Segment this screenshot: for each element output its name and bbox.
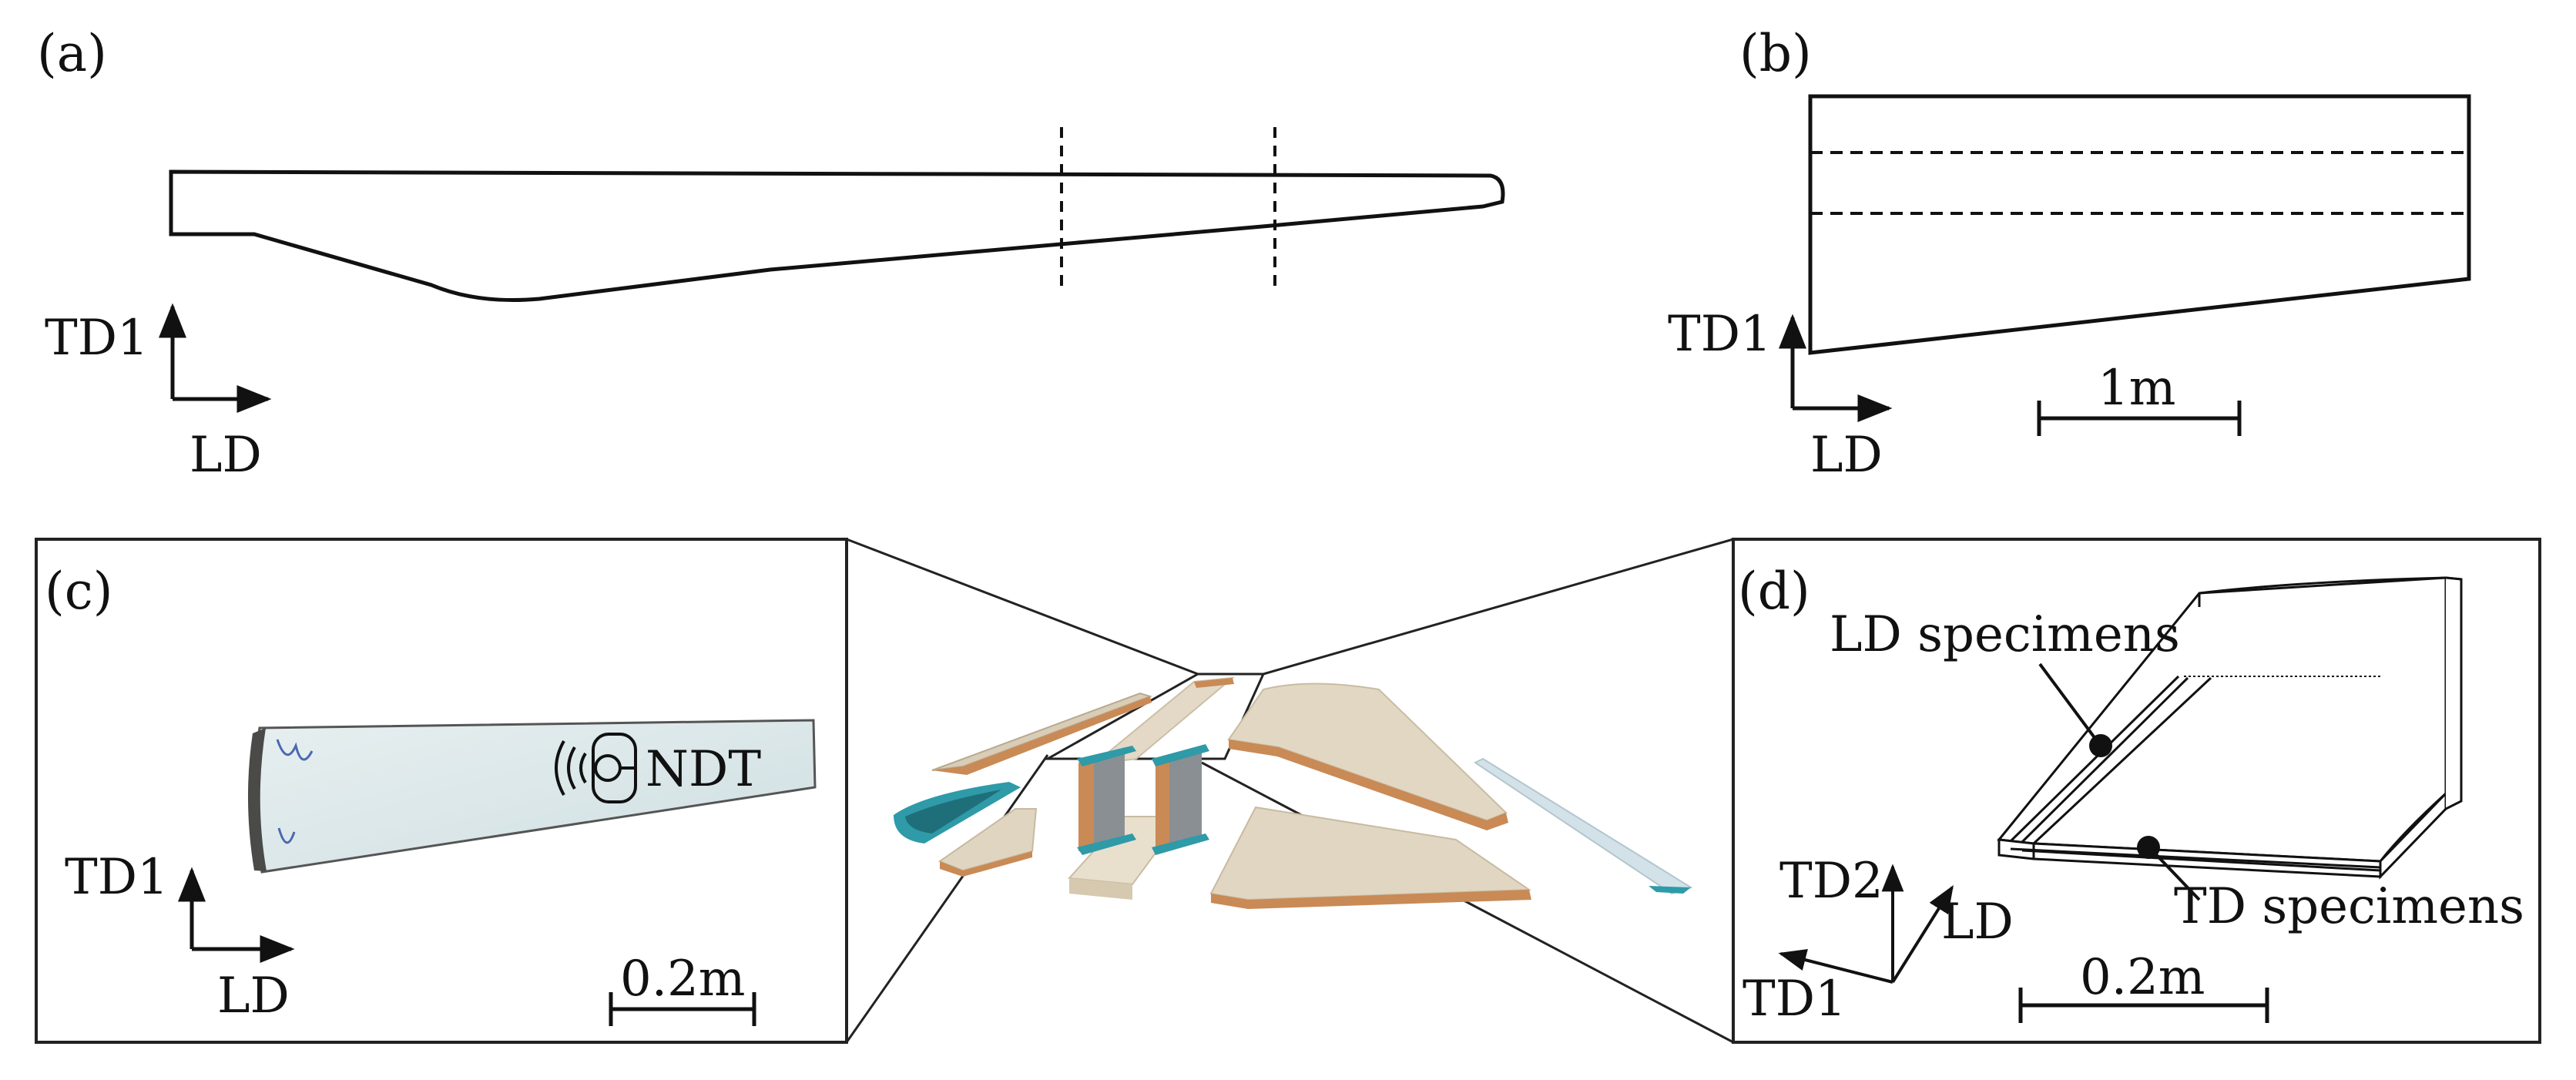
shell-part-upper-left xyxy=(931,692,1153,775)
specimen-edge-shadow xyxy=(247,728,267,871)
scale-bar-label: 0.2m xyxy=(620,951,745,1008)
callout-dot-ld xyxy=(2089,734,2112,757)
blade-slab-3d xyxy=(1997,576,2463,880)
callout-td-specimens: TD specimens xyxy=(2174,878,2524,935)
axis-ld-label: LD xyxy=(190,427,262,484)
axis-td2-label: TD2 xyxy=(1779,853,1883,910)
callout-line-ld xyxy=(2038,662,2101,746)
ndt-label: NDT xyxy=(646,741,761,798)
axis-ld-label: LD xyxy=(217,968,290,1025)
panel-c-frame xyxy=(35,538,848,1044)
axis-td1-label: TD1 xyxy=(1742,971,1846,1028)
callout-line-td xyxy=(2148,846,2201,901)
shell-part-lower-left xyxy=(937,808,1038,877)
axis-td1-arrow xyxy=(1778,949,1893,984)
axis-td1-label: TD1 xyxy=(45,310,149,367)
shell-part-lower-right xyxy=(1209,806,1532,909)
panel-a: (a) TD1 LD xyxy=(37,24,1505,484)
axis-ld-arrow xyxy=(1891,884,1954,984)
scale-bar-label: 0.2m xyxy=(2080,949,2205,1006)
ultrasonic-sensor-icon xyxy=(555,733,637,803)
zoom-window-frame xyxy=(1043,672,1266,760)
zoom-line-left-bottom xyxy=(845,754,1049,1043)
shear-web-right xyxy=(1152,744,1209,855)
zoom-line-right-top xyxy=(1263,538,1734,676)
scale-bar-label: 1m xyxy=(2098,360,2175,417)
handwritten-marking-lower xyxy=(277,827,296,844)
zoom-line-left-top xyxy=(846,538,1199,676)
panel-c-label: (c) xyxy=(45,562,112,621)
callout-dot-td xyxy=(2137,836,2160,859)
leading-edge-part xyxy=(894,782,1021,844)
axis-td1-label: TD1 xyxy=(65,849,169,906)
axis-td1-label: TD1 xyxy=(1668,306,1772,363)
panel-d-frame xyxy=(1732,538,2541,1044)
shear-web-left xyxy=(1077,746,1136,855)
panel-b-label: (b) xyxy=(1739,24,1812,83)
handwritten-marking xyxy=(276,739,314,761)
panel-d: (d) LD specimens TD specimens xyxy=(1732,538,2541,1044)
panel-c: (c) NDT TD1 LD 0.2m xyxy=(35,538,848,1044)
axis-ld-label: LD xyxy=(1810,427,1883,484)
panel-d-label: (d) xyxy=(1738,562,1810,621)
axis-ld-label: LD xyxy=(1941,894,2014,951)
trailing-edge-part xyxy=(1474,757,1693,895)
zoom-line-right-bottom xyxy=(1201,761,1734,1044)
shell-part-upper-right xyxy=(1227,683,1508,830)
panel-b: (b) TD1 LD 1m xyxy=(1668,24,2471,484)
exploded-blade-view xyxy=(845,538,1734,1044)
panel-a-label: (a) xyxy=(37,24,107,83)
blade-section-outline xyxy=(1808,94,2471,355)
blade-planform-outline xyxy=(169,169,1505,302)
callout-ld-specimens: LD specimens xyxy=(1830,606,2180,663)
